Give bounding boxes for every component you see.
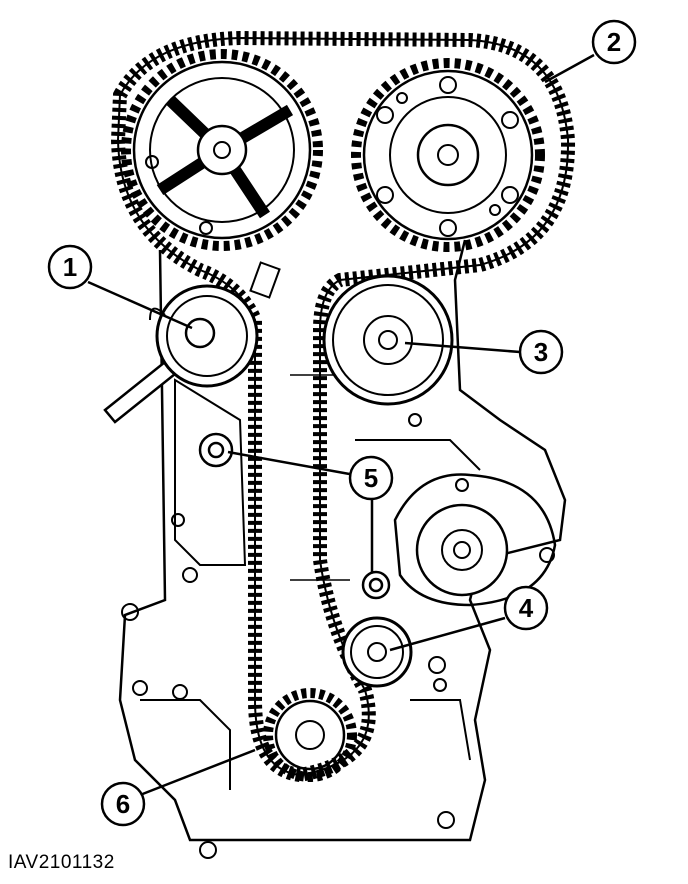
leader-lines (87, 53, 595, 797)
timing-belt (110, 30, 576, 783)
exhaust-camshaft-sprocket (121, 49, 323, 251)
water-pump (393, 473, 557, 607)
upper-idler-pulley (322, 274, 454, 406)
callout-6: 6 (100, 781, 146, 827)
callout-5-label: 5 (364, 463, 378, 493)
callout-3-label: 3 (534, 337, 548, 367)
callout-2-label: 2 (607, 27, 621, 57)
callout-3: 3 (518, 329, 564, 375)
figure-id-label: IAV2101132 (8, 852, 115, 873)
callout-1: 1 (47, 244, 93, 290)
callout-4-label: 4 (519, 593, 534, 623)
callout-2: 2 (591, 19, 637, 65)
callout-5: 5 (348, 455, 394, 501)
intake-camshaft-sprocket (351, 58, 545, 252)
callout-6-label: 6 (116, 789, 130, 819)
tensioner-pulley (103, 261, 281, 424)
lower-idler-pulley (341, 616, 413, 688)
stud-bolts (198, 432, 391, 600)
callout-4: 4 (503, 585, 549, 631)
bolt-holes (121, 413, 555, 859)
callout-1-label: 1 (63, 252, 77, 282)
crankshaft-sprocket (263, 688, 357, 782)
engine-block (118, 239, 567, 842)
